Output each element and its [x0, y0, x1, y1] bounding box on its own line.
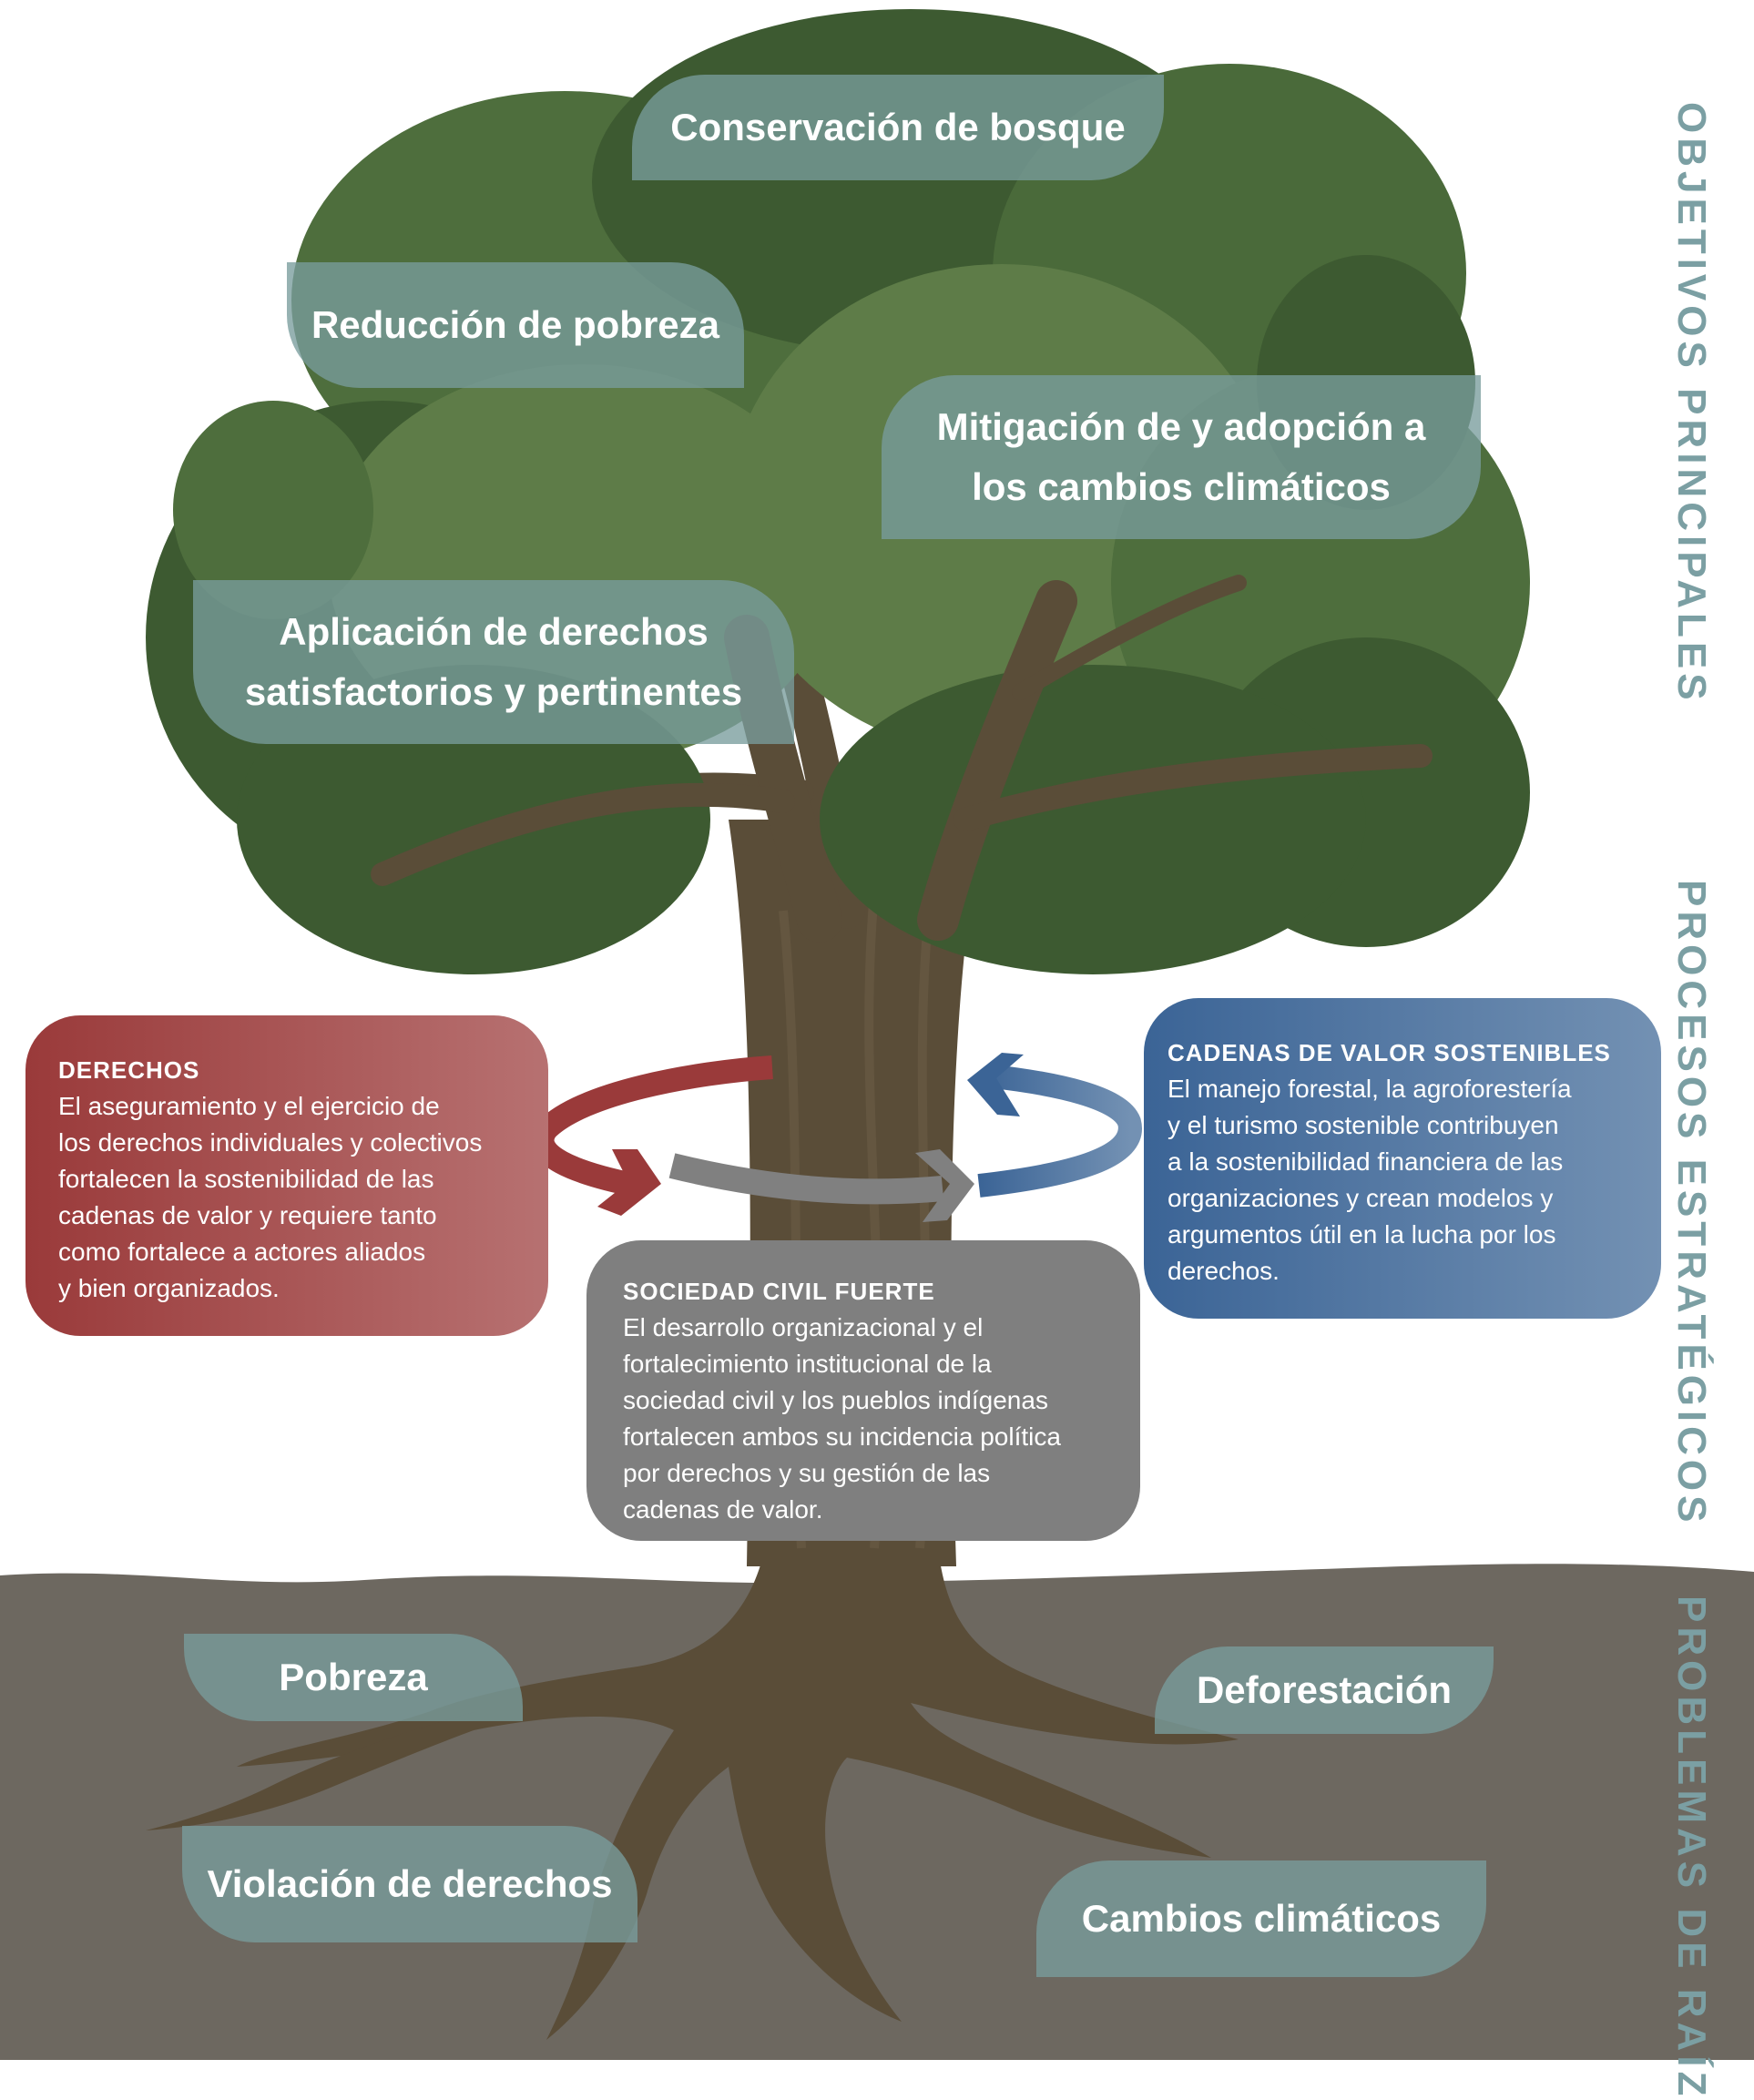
- side-label-problemas: PROBLEMAS DE RAÍZ: [1669, 1595, 1714, 2100]
- side-label-procesos: PROCESOS ESTRATÉGICOS: [1669, 880, 1714, 1527]
- objetivo-aplicacion-derechos: Aplicación de derechos satisfactorios y …: [193, 580, 794, 744]
- proceso-cadenas-title: CADENAS DE VALOR SOSTENIBLES: [1168, 1039, 1611, 1066]
- objetivo-text-line: los cambios climáticos: [972, 465, 1391, 508]
- objetivo-text-line: Mitigación de y adopción a: [936, 405, 1426, 448]
- objetivo-text-line: Aplicación de derechos: [279, 610, 709, 653]
- problema-text: Pobreza: [279, 1656, 428, 1698]
- objetivo-conservacion-bosque: Conservación de bosque: [632, 75, 1164, 180]
- blue-arrow: [977, 1065, 1142, 1198]
- problema-pobreza: Pobreza: [184, 1634, 523, 1721]
- proceso-sociedad-text: El desarrollo organizacional y el fortal…: [623, 1313, 1061, 1524]
- proceso-derechos-text: El aseguramiento y el ejercicio de los d…: [58, 1092, 483, 1302]
- problema-text: Deforestación: [1196, 1668, 1453, 1711]
- side-label-objetivos: OBJETIVOS PRINCIPALES: [1669, 102, 1714, 705]
- objetivo-mitigacion-cambios-climaticos: Mitigación de y adopción a los cambios c…: [882, 375, 1481, 539]
- roots: [146, 1548, 1239, 2040]
- problema-violacion-derechos: Violación de derechos: [182, 1826, 637, 1942]
- problema-deforestacion: Deforestación: [1155, 1646, 1494, 1734]
- gray-arrow: [668, 1153, 944, 1205]
- problema-text: Violación de derechos: [207, 1862, 613, 1905]
- objetivo-text: Reducción de pobreza: [311, 303, 720, 346]
- objetivo-text: Conservación de bosque: [670, 106, 1126, 148]
- proceso-sociedad-title: SOCIEDAD CIVIL FUERTE: [623, 1278, 935, 1305]
- proceso-sociedad-civil: SOCIEDAD CIVIL FUERTE El desarrollo orga…: [586, 1240, 1140, 1541]
- problema-text: Cambios climáticos: [1081, 1897, 1442, 1940]
- objetivo-reduccion-pobreza: Reducción de pobreza: [287, 262, 744, 388]
- red-arrow: [530, 1055, 773, 1198]
- proceso-cadenas-text: El manejo forestal, la agroforestería y …: [1168, 1075, 1572, 1285]
- problema-cambios-climaticos: Cambios climáticos: [1036, 1860, 1486, 1977]
- proceso-derechos: DERECHOS El aseguramiento y el ejercicio…: [25, 1015, 548, 1336]
- objetivo-text-line: satisfactorios y pertinentes: [244, 670, 743, 713]
- proceso-derechos-title: DERECHOS: [58, 1056, 200, 1084]
- proceso-cadenas-valor: CADENAS DE VALOR SOSTENIBLES El manejo f…: [1144, 998, 1661, 1319]
- cycle-arrows: [530, 1053, 1142, 1222]
